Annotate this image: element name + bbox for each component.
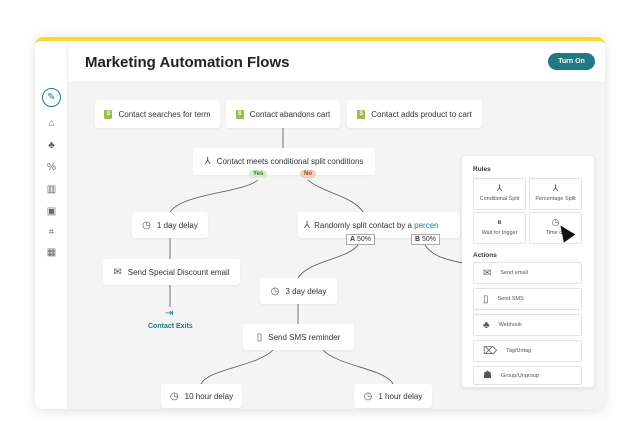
split-a-label: A 50% xyxy=(346,234,376,245)
action-label: Tag/Untag xyxy=(506,348,532,354)
node-label: Send Special Discount email xyxy=(127,267,230,277)
clock-icon: ◷ xyxy=(551,217,560,227)
tag-icon: ⌦ xyxy=(483,345,498,357)
tile-label: Percentage Split xyxy=(535,196,576,202)
node-label: Contact abandons cart xyxy=(249,109,331,119)
three-day-delay-node[interactable]: ◷ 3 day delay xyxy=(260,278,337,304)
action-send-email[interactable]: ✉ Send email xyxy=(473,262,582,284)
phone-icon: ▯ xyxy=(483,293,489,305)
node-label: 3 day delay xyxy=(285,286,327,296)
random-split-node[interactable]: ⅄Randomly split contact by a percen xyxy=(298,212,460,238)
forms-icon[interactable]: ▣ xyxy=(46,206,57,217)
edit-icon[interactable]: ✎ xyxy=(42,88,61,107)
node-label: Send SMS reminder xyxy=(268,332,341,342)
node-label: Contact meets conditional split conditio… xyxy=(216,157,364,166)
split-icon: ⅄ xyxy=(552,183,559,193)
split-icon: ⅄ xyxy=(496,183,503,193)
node-label: 1 day delay xyxy=(156,220,198,230)
action-group-ungroup[interactable]: ☗ Group/Ungroup xyxy=(473,366,582,385)
reports-icon[interactable]: ▥ xyxy=(46,184,57,195)
node-label: 1 hour delay xyxy=(378,391,423,401)
percent-icon[interactable]: % xyxy=(47,162,56,173)
group-icon: ☗ xyxy=(483,370,492,381)
clock-icon: ◷ xyxy=(169,390,179,402)
trigger-add-product[interactable]: S Contact adds product to cart xyxy=(347,100,482,128)
clock-icon: ◷ xyxy=(142,219,151,231)
conditional-split-node[interactable]: ⅄ Contact meets conditional split conditi… xyxy=(193,148,375,175)
components-panel: Rules ⅄ Conditional Split ⅄ Percentage Spl… xyxy=(462,156,594,387)
random-split-text: Randomly split contact by a xyxy=(314,220,415,230)
phone-icon: ▯ xyxy=(256,331,263,343)
split-b-label: B 50% xyxy=(411,234,441,245)
tile-label: Time de xyxy=(545,230,566,236)
node-label: Contact searches for term xyxy=(118,109,211,119)
turn-on-button[interactable]: Turn On xyxy=(548,53,595,70)
rule-wait-for-trigger[interactable]: ⏸ Wait for trigger xyxy=(473,212,526,244)
tile-label: Wait for trigger xyxy=(481,230,518,236)
split-icon: ⅄ xyxy=(204,156,211,167)
pause-icon: ⏸ xyxy=(497,217,502,227)
send-sms-reminder-node[interactable]: ▯ Send SMS reminder xyxy=(243,324,354,350)
yes-badge: Yes xyxy=(249,170,268,178)
no-badge: No xyxy=(300,170,316,178)
action-label: Send email xyxy=(500,270,528,276)
rules-heading: Rules xyxy=(473,166,491,173)
b-label: B xyxy=(415,236,421,243)
b-value: 50% xyxy=(422,236,437,243)
shopify-icon: S xyxy=(357,109,366,119)
one-hour-delay-node[interactable]: ◷ 1 hour delay xyxy=(354,384,432,408)
crop-icon[interactable]: ⌗ xyxy=(48,227,55,238)
page-title: Marketing Automation Flows xyxy=(85,54,290,71)
a-label: A xyxy=(350,236,356,243)
action-send-sms[interactable]: ▯ Send SMS xyxy=(473,288,582,310)
clock-icon: ◷ xyxy=(270,285,280,297)
action-label: Send SMS xyxy=(497,296,524,302)
rule-percentage-split[interactable]: ⅄ Percentage Split xyxy=(529,178,582,210)
actions-heading: Actions xyxy=(473,252,497,259)
email-icon: ✉ xyxy=(483,267,492,279)
send-discount-email-node[interactable]: ✉ Send Special Discount email xyxy=(103,259,240,285)
contact-exits-label: Contact Exits xyxy=(148,323,193,330)
a-value: 50% xyxy=(357,236,372,243)
action-label: Webhook xyxy=(498,322,522,328)
node-label: 10 hour delay xyxy=(184,391,234,401)
ten-hour-delay-node[interactable]: ◷ 10 hour delay xyxy=(161,384,242,408)
rule-time-delay[interactable]: ◷ Time de xyxy=(529,212,582,244)
split-icon: ⅄ xyxy=(304,219,311,231)
node-label: Contact adds product to cart xyxy=(371,109,472,119)
grid-icon[interactable]: ▦ xyxy=(46,247,57,258)
connector-lines xyxy=(169,128,463,385)
contacts-icon[interactable]: ♣ xyxy=(48,140,55,151)
exit-icon: ⇥ xyxy=(165,308,174,319)
rule-conditional-split[interactable]: ⅄ Conditional Split xyxy=(473,178,526,210)
megaphone-icon[interactable]: ⌂ xyxy=(48,118,55,129)
shopify-icon: S xyxy=(235,109,244,119)
node-label: Randomly split contact by a percen xyxy=(314,221,439,230)
trigger-abandon-cart[interactable]: S Contact abandons cart xyxy=(226,100,340,128)
trigger-search[interactable]: S Contact searches for term xyxy=(95,100,220,128)
webhook-icon: ♣ xyxy=(483,319,490,331)
action-label: Group/Ungroup xyxy=(500,372,539,379)
one-day-delay-node[interactable]: ◷ 1 day delay xyxy=(132,212,208,238)
clock-icon: ◷ xyxy=(363,390,373,402)
sidebar: ✎ ⌂ ♣ % ▥ ▣ ⌗ ▦ xyxy=(35,41,68,409)
shopify-icon: S xyxy=(104,109,113,119)
tile-label: Conditional Split xyxy=(479,196,520,202)
percentage-link[interactable]: percen xyxy=(414,220,439,230)
action-webhook[interactable]: ♣ Webhook xyxy=(473,314,582,336)
header: Marketing Automation Flows Turn On xyxy=(68,41,605,81)
email-icon: ✉ xyxy=(113,266,122,278)
action-tag-untag[interactable]: ⌦ Tag/Untag xyxy=(473,340,582,362)
